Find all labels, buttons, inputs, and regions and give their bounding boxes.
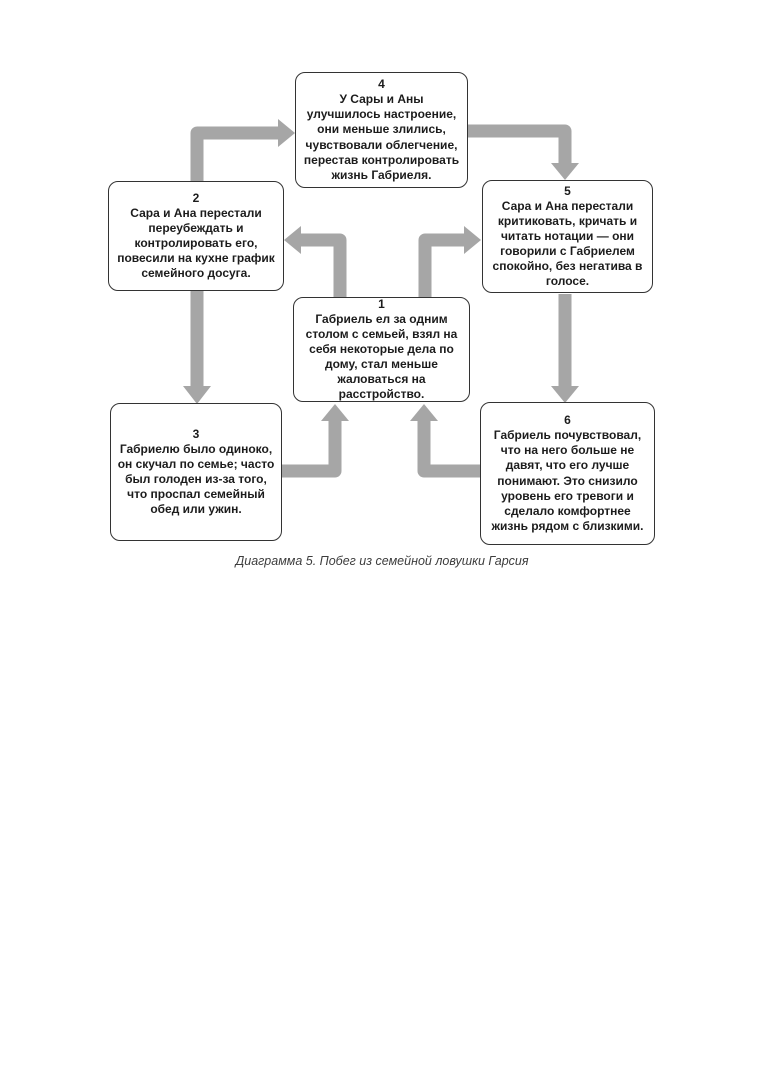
arrow-4-to-5 bbox=[466, 124, 579, 180]
node-2: 2 Сара и Ана перестали переубеждать и ко… bbox=[108, 181, 284, 291]
node-text: Габриелю было одиноко, он скучал по семь… bbox=[117, 441, 275, 517]
node-1: 1 Габриель ел за одним столом с семьей, … bbox=[293, 297, 470, 402]
node-text: У Сары и Аны улучшилось настроение, они … bbox=[303, 92, 460, 182]
node-text: Габриель почувствовал, что на него больш… bbox=[491, 428, 644, 533]
node-3: 3 Габриелю было одиноко, он скучал по се… bbox=[110, 403, 282, 541]
node-number: 1 bbox=[378, 296, 385, 311]
node-number: 3 bbox=[192, 426, 200, 441]
arrow-2-to-3 bbox=[183, 290, 211, 404]
node-text: Габриель ел за одним столом с семьей, вз… bbox=[305, 311, 458, 402]
node-text: Сара и Ана перестали переубеждать и конт… bbox=[117, 205, 275, 281]
arrow-3-to-1 bbox=[281, 404, 349, 478]
node-number: 2 bbox=[192, 190, 200, 205]
arrow-6-to-1 bbox=[410, 404, 481, 478]
arrow-1-to-2 bbox=[284, 226, 347, 298]
node-number: 6 bbox=[564, 413, 571, 428]
node-text: Сара и Ана перестали критиковать, кричат… bbox=[492, 198, 643, 289]
arrow-2-to-4 bbox=[190, 119, 295, 183]
node-5: 5 Сара и Ана перестали критиковать, крич… bbox=[482, 180, 653, 293]
diagram-caption: Диаграмма 5. Побег из семейной ловушки Г… bbox=[235, 554, 529, 568]
node-4: 4 У Сары и Аны улучшилось настроение, он… bbox=[295, 72, 468, 188]
node-number: 5 bbox=[564, 183, 571, 198]
flow-arrows bbox=[183, 119, 579, 478]
arrow-1-to-5 bbox=[418, 226, 481, 298]
node-number: 4 bbox=[378, 77, 385, 92]
arrow-5-to-6 bbox=[551, 294, 579, 403]
node-6: 6 Габриель почувствовал, что на него бол… bbox=[480, 402, 655, 545]
